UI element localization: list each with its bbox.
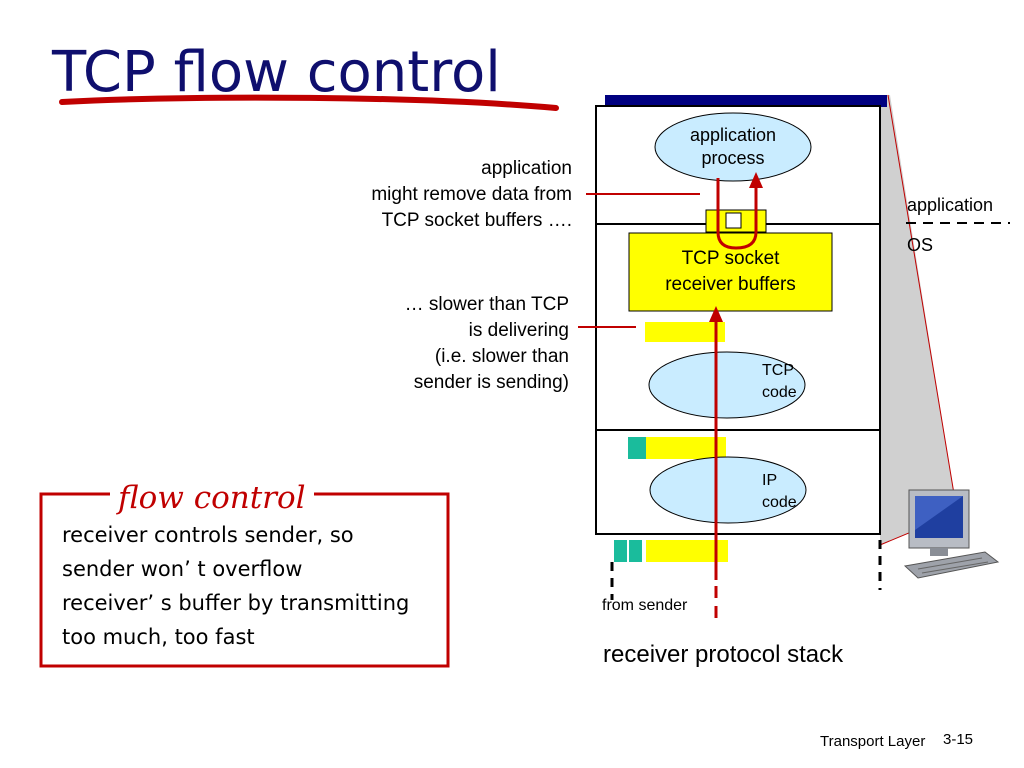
- footer-section: Transport Layer: [820, 733, 926, 750]
- zoom-projection: [880, 95, 955, 545]
- ip-header: [628, 437, 646, 459]
- tcp-code-label: TCP code: [762, 360, 797, 404]
- tcp-code-ellipse: [648, 351, 806, 419]
- stack-caption: receiver protocol stack: [603, 641, 844, 668]
- os-layer-label: OS: [907, 235, 934, 255]
- computer-icon: [903, 489, 1000, 579]
- flow-control-heading: flow control: [110, 480, 314, 516]
- page-title: TCP flow control: [52, 40, 501, 105]
- flow-control-line-1: receiver controls sender, so: [62, 523, 354, 547]
- application-process-ellipse: [654, 112, 812, 182]
- app-remove-line-3: TCP socket buffers ….: [381, 210, 572, 231]
- application-process-label: application process: [663, 124, 803, 170]
- socket-buffers-label: TCP socket receiver buffers: [629, 246, 832, 298]
- flow-control-line-4: too much, too fast: [62, 625, 255, 649]
- socket-buffers-line-1: TCP socket: [681, 248, 780, 269]
- flow-control-line-3: receiver’ s buffer by transmitting: [62, 591, 410, 615]
- slower-line-4: sender is sending): [413, 372, 569, 393]
- app-read-loop: [716, 178, 758, 250]
- socket-buffers-line-2: receiver buffers: [665, 274, 796, 295]
- ip-code-label: IP code: [762, 470, 797, 514]
- tcp-code-line-2: code: [762, 384, 797, 401]
- app-remove-annotation: application might remove data from TCP s…: [371, 156, 572, 234]
- flow-control-line-2: sender won’ t overflow: [62, 557, 303, 581]
- ip-code-line-2: code: [762, 494, 797, 511]
- page-number: 3-15: [943, 731, 974, 748]
- ip-code-ellipse: [649, 456, 807, 524]
- frame-header-1: [614, 540, 627, 562]
- application-process-line-2: process: [701, 148, 765, 168]
- boundary-buffer-slot: [725, 212, 742, 229]
- tcp-code-line-1: TCP: [762, 362, 794, 379]
- app-read-arrowhead: [749, 172, 763, 188]
- application-process-line-1: application: [689, 125, 777, 145]
- app-remove-line-2: might remove data from: [371, 184, 572, 205]
- application-layer-label: application: [907, 195, 994, 215]
- tcp-segment: [645, 322, 725, 342]
- stack-top-bar: [605, 95, 887, 107]
- frame-header-2: [629, 540, 642, 562]
- data-path-arrowhead: [709, 306, 723, 322]
- ip-payload: [646, 437, 726, 459]
- flow-control-text: receiver controls sender, so sender won’…: [62, 518, 409, 654]
- ip-code-line-1: IP: [762, 472, 778, 489]
- slower-line-1: … slower than TCP: [404, 294, 569, 315]
- slower-line-2: is delivering: [468, 320, 569, 341]
- slower-line-3: (i.e. slower than: [434, 346, 569, 367]
- from-sender-label: from sender: [602, 597, 688, 614]
- slower-annotation: … slower than TCP is delivering (i.e. sl…: [405, 292, 569, 396]
- frame-payload: [646, 540, 728, 562]
- socket-buffers-box: [628, 232, 833, 312]
- app-remove-line-1: application: [481, 158, 572, 179]
